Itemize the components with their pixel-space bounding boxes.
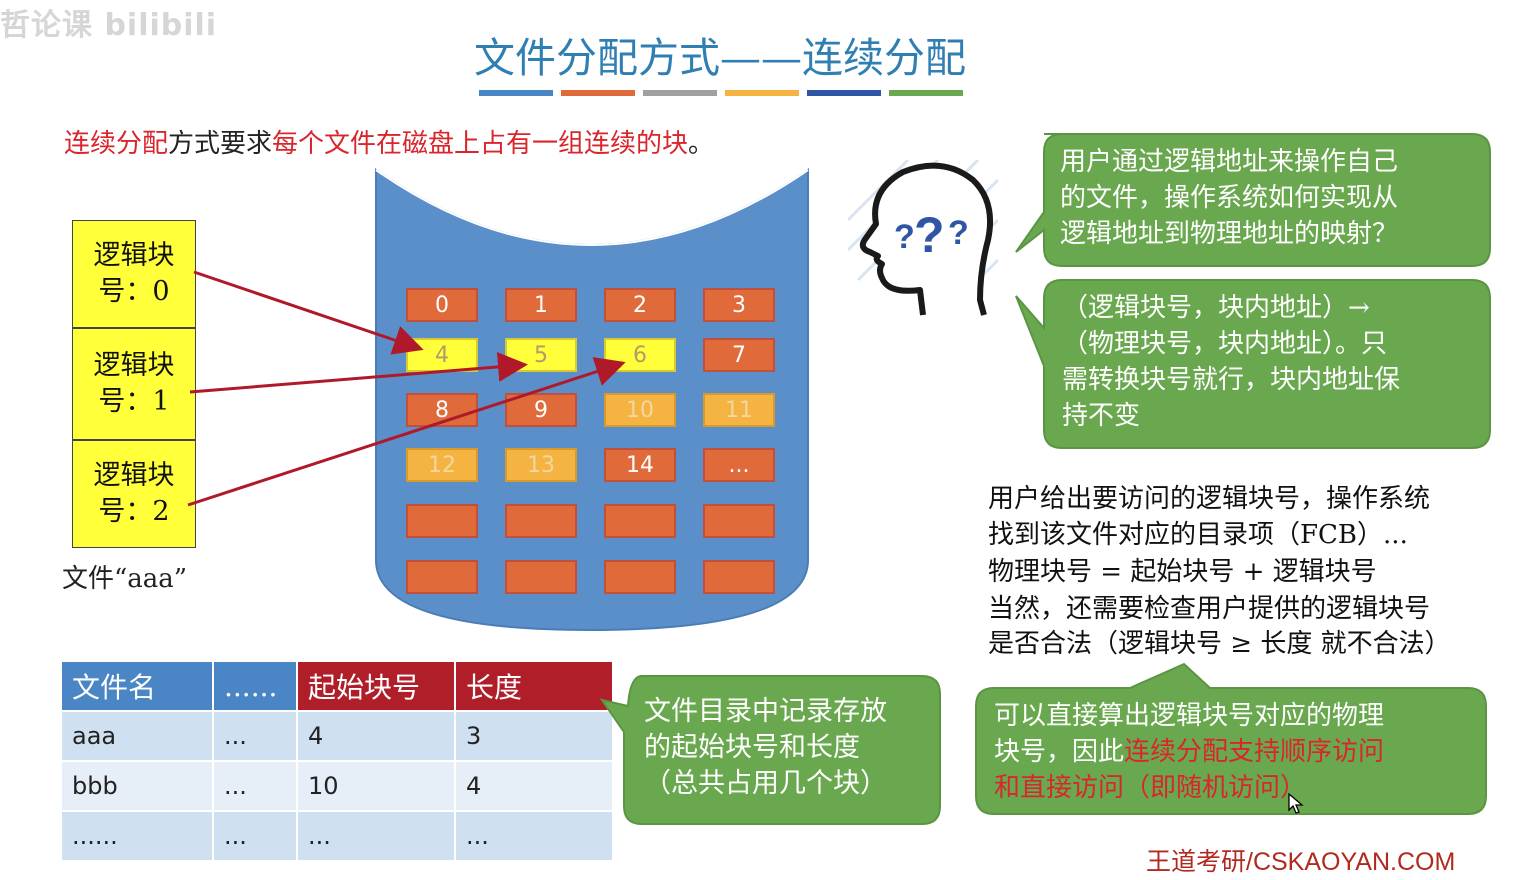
arrow-logical-1 [189,351,528,394]
disk-block-empty-20 [406,560,478,594]
svg-text:?: ? [894,218,915,256]
intro-text-2: 。 [688,129,715,159]
note-line-4: 当然，还需要检查用户提供的逻辑块号 [988,594,1431,624]
svg-text:?: ? [914,207,945,263]
disk-block-11: 11 [703,393,775,427]
disk-block-empty-18 [604,504,676,538]
disk-block-12: 12 [406,448,478,482]
disk-block-empty-22 [604,560,676,594]
thinking-head-icon: ? ? ? [848,160,998,316]
table-header-filename: 文件名 [60,660,214,712]
credit-text: 王道考研/CSKAOYAN.COM [1146,848,1456,876]
question-bubble [1015,133,1491,267]
disk-block-7: 7 [703,338,775,372]
directory-bubble [600,675,941,825]
title-underline-bars [479,90,963,96]
disk-block-1: 1 [505,288,577,322]
logical-block-2: 逻辑块号：2 [72,440,196,548]
disk-block-2: 2 [604,288,676,322]
arrow-logical-0 [193,270,424,355]
title-bar-2 [643,90,717,96]
disk-block-empty-21 [505,560,577,594]
disk-block-0: 0 [406,288,478,322]
disk-block-10: 10 [604,393,676,427]
table-header-length: 长度 [454,660,614,712]
title-bar-5 [889,90,963,96]
disk-block-3: 3 [703,288,775,322]
intro-highlight-1: 连续分配 [64,129,169,159]
title-bar-3 [725,90,799,96]
disk-block-8: 8 [406,393,478,427]
title-bar-0 [479,90,553,96]
disk-block-14: 14 [604,448,676,482]
disk-cylinder [375,168,809,632]
table-header-start-block: 起始块号 [296,660,456,712]
disk-block-empty-19 [703,504,775,538]
arrow-logical-2 [187,357,626,507]
conclusion-bubble [975,662,1487,815]
directory-bubble-text: 文件目录中记录存放 的起始块号和长度 （总共占用几个块） [644,696,887,799]
note-line-2: 找到该文件对应的目录项（FCB）... [988,520,1408,550]
conclusion-bubble-text: 可以直接算出逻辑块号对应的物理 块号，因此连续分配支持顺序访问 和直接访问（即随… [994,701,1385,803]
formula: 物理块号 = 起始块号 + 逻辑块号 [988,557,1377,587]
table-row: ......... ...... [60,810,614,862]
note-line-5: 是否合法（逻辑块号 ≥ 长度 就不合法） [988,629,1451,659]
mapping-bubble-text: （逻辑块号，块内地址）→ （物理块号，块内地址）。只 需转换块号就行，块内地址保… [1062,293,1401,431]
table-header-ellipsis: ...... [212,660,298,712]
title-bar-1 [561,90,635,96]
intro-text-1: 方式要求 [168,129,273,159]
question-bubble-text: 用户通过逻辑地址来操作自己 的文件，操作系统如何实现从 逻辑地址到物理地址的映射… [1060,147,1399,249]
svg-text:?: ? [948,214,969,252]
disk-block-empty-23 [703,560,775,594]
logical-block-1: 逻辑块号：1 [72,328,196,440]
disk-block-empty-17 [505,504,577,538]
file-label: 文件“aaa” [62,564,188,594]
title-bar-4 [807,90,881,96]
disk-block-empty-16 [406,504,478,538]
slide-title: 文件分配方式——连续分配 [474,34,966,82]
disk-block-...: ... [703,448,775,482]
mapping-bubble [1015,279,1491,449]
logical-block-0: 逻辑块号：0 [72,220,196,328]
disk-block-13: 13 [505,448,577,482]
note-line-1: 用户给出要访问的逻辑块号，操作系统 [988,484,1431,514]
intro-sentence: 连续分配方式要求每个文件在磁盘上占有一组连续的块。 [64,123,714,160]
watermark: 哲论课 bilibili [0,8,218,43]
mouse-cursor-icon [1288,793,1304,814]
intro-highlight-2: 每个文件在磁盘上占有一组连续的块 [272,129,689,159]
